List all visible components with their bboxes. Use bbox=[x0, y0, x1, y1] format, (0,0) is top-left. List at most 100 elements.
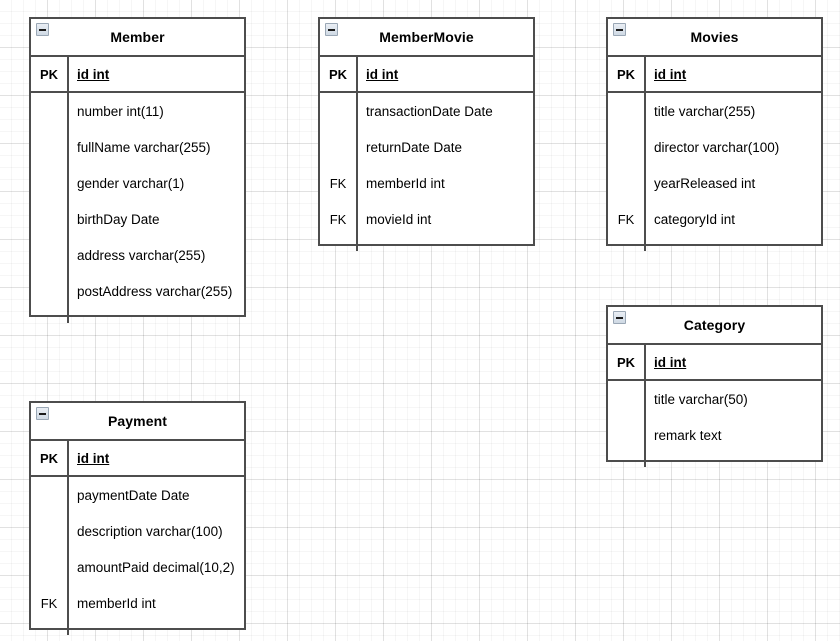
name-column-filler bbox=[646, 237, 821, 251]
key-badge-pk: PK bbox=[608, 345, 646, 379]
attribute-name: memberId int bbox=[366, 175, 445, 191]
key-badge-pk: PK bbox=[608, 57, 646, 91]
attribute-row[interactable]: FK memberId int bbox=[31, 585, 244, 621]
attribute-name: id int bbox=[654, 66, 687, 82]
attribute-name: returnDate Date bbox=[366, 139, 463, 155]
attribute-row[interactable]: paymentDate Date bbox=[31, 477, 244, 513]
attribute-row[interactable]: gender varchar(1) bbox=[31, 165, 244, 201]
attribute-row[interactable]: transactionDate Date bbox=[320, 93, 533, 129]
collapse-minus-icon[interactable] bbox=[36, 407, 49, 420]
key-badge-none bbox=[608, 129, 646, 165]
entity-bottom-spacer bbox=[31, 309, 244, 323]
key-badge-none bbox=[608, 417, 646, 453]
entity-header-movies[interactable]: Movies bbox=[608, 19, 821, 57]
attribute-row[interactable]: remark text bbox=[608, 417, 821, 453]
entity-bottom-spacer bbox=[320, 237, 533, 251]
key-column-filler bbox=[608, 453, 646, 467]
entity-header-payment[interactable]: Payment bbox=[31, 403, 244, 441]
attribute-row[interactable]: postAddress varchar(255) bbox=[31, 273, 244, 309]
attribute-row[interactable]: director varchar(100) bbox=[608, 129, 821, 165]
attribute-row[interactable]: number int(11) bbox=[31, 93, 244, 129]
key-badge-fk: FK bbox=[320, 165, 358, 201]
key-badge-none bbox=[320, 129, 358, 165]
collapse-minus-icon[interactable] bbox=[36, 23, 49, 36]
attribute-row[interactable]: fullName varchar(255) bbox=[31, 129, 244, 165]
key-badge-fk: FK bbox=[320, 201, 358, 237]
key-badge-none bbox=[31, 129, 69, 165]
collapse-minus-icon[interactable] bbox=[613, 311, 626, 324]
minus-bar bbox=[39, 412, 46, 415]
attribute-name: yearReleased int bbox=[654, 175, 756, 191]
entity-title: Movies bbox=[690, 29, 739, 45]
attribute-row[interactable]: description varchar(100) bbox=[31, 513, 244, 549]
key-badge-none bbox=[608, 165, 646, 201]
attribute-name: id int bbox=[77, 66, 110, 82]
attribute-row[interactable]: returnDate Date bbox=[320, 129, 533, 165]
key-badge-fk: FK bbox=[31, 585, 69, 621]
entity-title: Member bbox=[110, 29, 165, 45]
minus-bar bbox=[616, 316, 623, 319]
attribute-row-pk[interactable]: PK id int bbox=[608, 57, 821, 93]
attribute-row[interactable]: title varchar(50) bbox=[608, 381, 821, 417]
attribute-row[interactable]: birthDay Date bbox=[31, 201, 244, 237]
attribute-name: paymentDate Date bbox=[77, 487, 190, 503]
attribute-name: gender varchar(1) bbox=[77, 175, 185, 191]
key-badge-none bbox=[31, 513, 69, 549]
key-badge-fk: FK bbox=[608, 201, 646, 237]
name-column-filler bbox=[358, 237, 533, 251]
key-badge-none bbox=[608, 93, 646, 129]
entity-bottom-spacer bbox=[31, 621, 244, 635]
key-column-filler bbox=[31, 309, 69, 323]
attribute-row[interactable]: yearReleased int bbox=[608, 165, 821, 201]
key-badge-none bbox=[31, 549, 69, 585]
attribute-row[interactable]: FK memberId int bbox=[320, 165, 533, 201]
attribute-name: title varchar(50) bbox=[654, 391, 748, 407]
entity-title: Category bbox=[683, 317, 746, 333]
key-badge-none bbox=[31, 273, 69, 309]
attribute-name: number int(11) bbox=[77, 103, 164, 119]
entity-bottom-spacer bbox=[608, 453, 821, 467]
name-column-filler bbox=[69, 621, 244, 635]
key-badge-none bbox=[31, 237, 69, 273]
minus-bar bbox=[328, 28, 335, 31]
collapse-minus-icon[interactable] bbox=[613, 23, 626, 36]
attribute-name: id int bbox=[77, 450, 110, 466]
key-column-filler bbox=[608, 237, 646, 251]
minus-bar bbox=[39, 28, 46, 31]
key-badge-none bbox=[31, 201, 69, 237]
attribute-name: amountPaid decimal(10,2) bbox=[77, 559, 235, 575]
entity-body-movies: PK id int title varchar(255) director varch… bbox=[608, 57, 821, 251]
attribute-name: director varchar(100) bbox=[654, 139, 780, 155]
entity-header-category[interactable]: Category bbox=[608, 307, 821, 345]
attribute-row[interactable]: address varchar(255) bbox=[31, 237, 244, 273]
key-badge-none bbox=[31, 477, 69, 513]
attribute-name: birthDay Date bbox=[77, 211, 160, 227]
attribute-row[interactable]: title varchar(255) bbox=[608, 93, 821, 129]
attribute-name: remark text bbox=[654, 427, 722, 443]
name-column-filler bbox=[646, 453, 821, 467]
collapse-minus-icon[interactable] bbox=[325, 23, 338, 36]
attribute-name: memberId int bbox=[77, 595, 156, 611]
attribute-row[interactable]: amountPaid decimal(10,2) bbox=[31, 549, 244, 585]
attribute-name: id int bbox=[366, 66, 399, 82]
attribute-name: address varchar(255) bbox=[77, 247, 206, 263]
entity-title: MemberMovie bbox=[379, 29, 474, 45]
attribute-name: postAddress varchar(255) bbox=[77, 283, 233, 299]
entity-header-member[interactable]: Member bbox=[31, 19, 244, 57]
entity-header-membermovie[interactable]: MemberMovie bbox=[320, 19, 533, 57]
